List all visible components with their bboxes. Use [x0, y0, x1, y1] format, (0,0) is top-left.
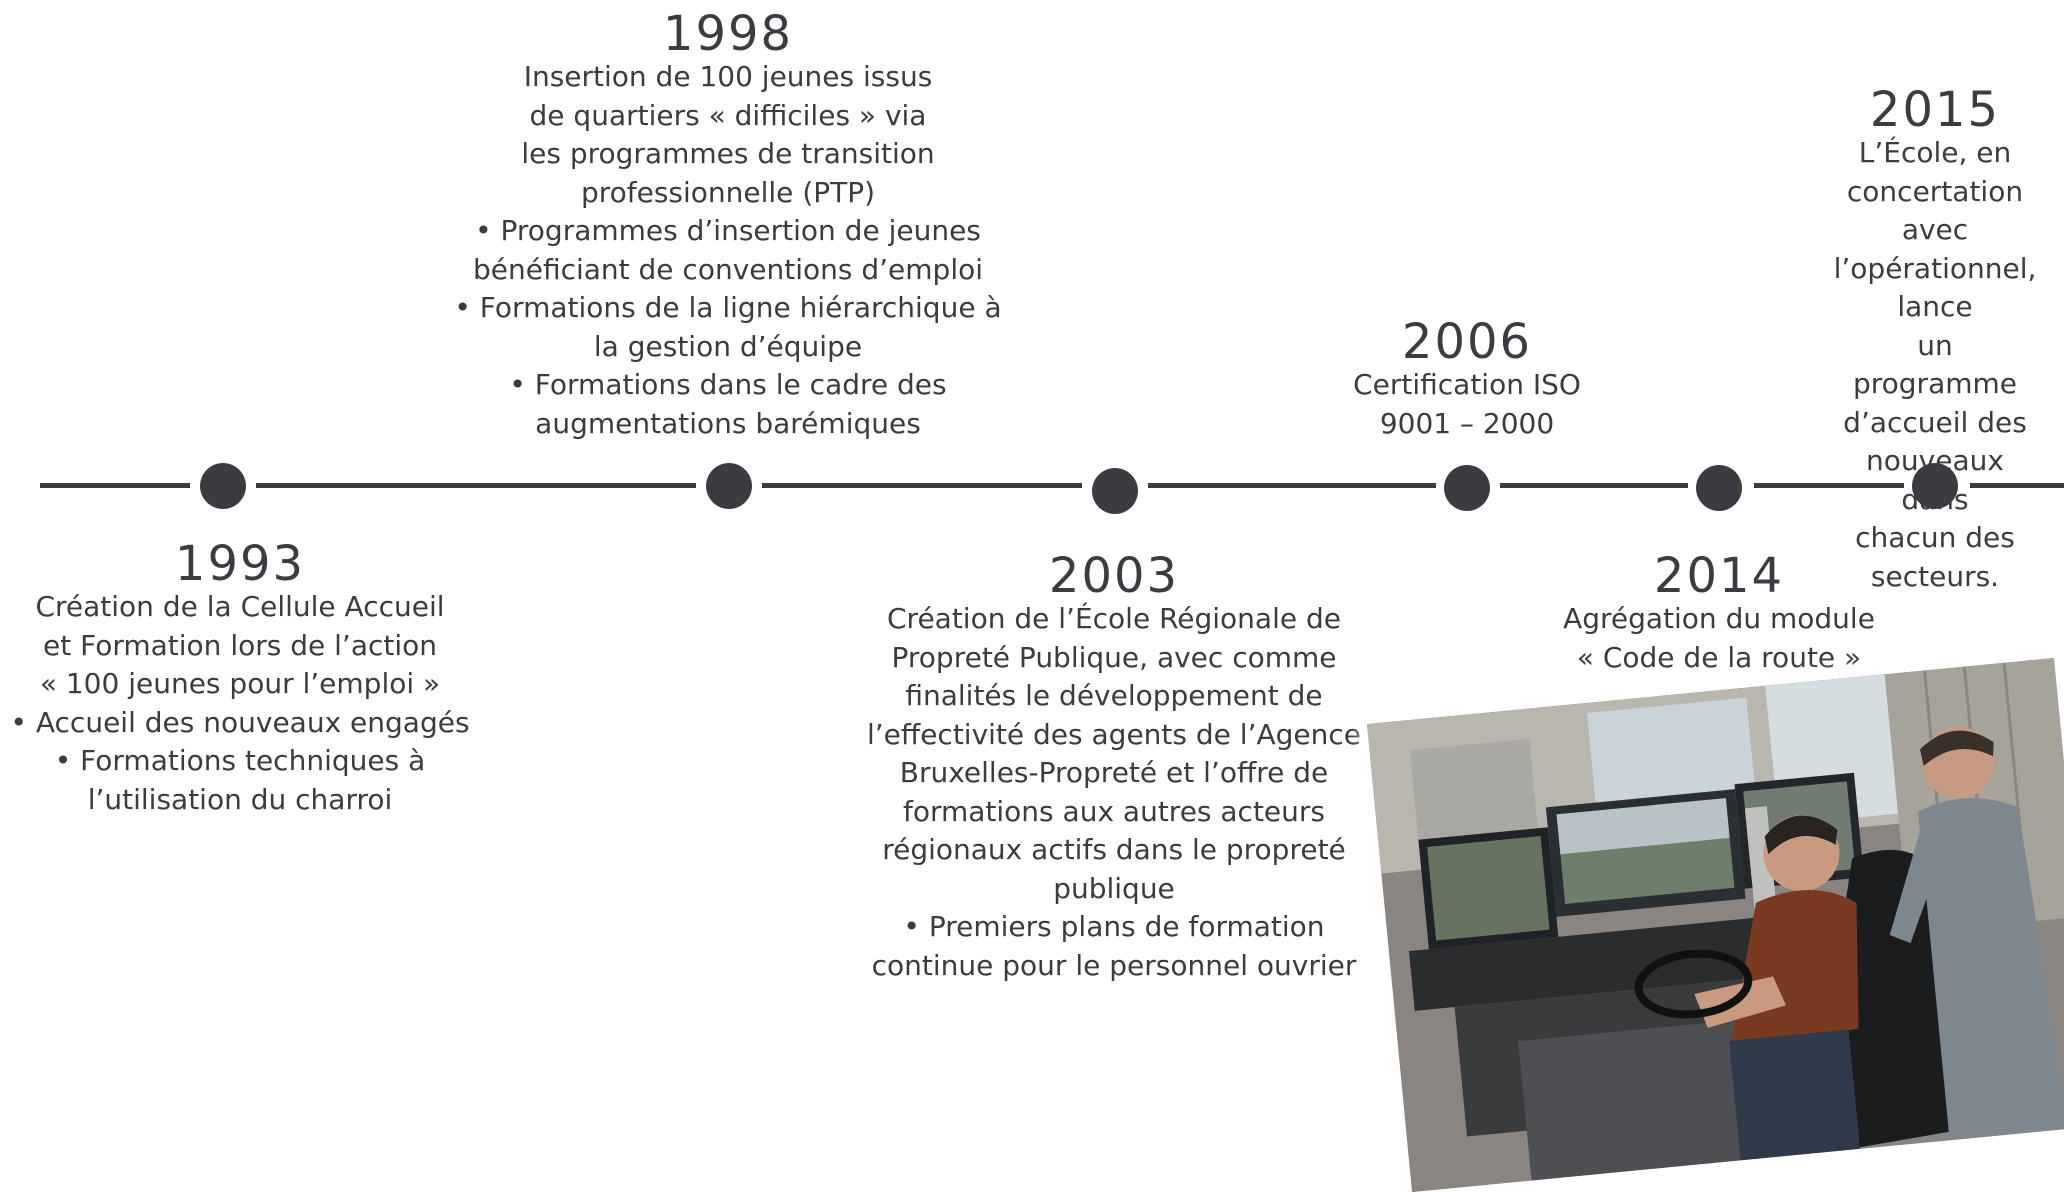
timeline-segment — [256, 483, 696, 488]
event-description: Agrégation du module « Code de la route … — [1563, 602, 1875, 674]
driving-simulator-photo — [1367, 658, 2064, 1192]
event-year: 1998 — [662, 6, 794, 62]
timeline-event-1993: 1993 Création de la Cellule Accueil et F… — [10, 540, 469, 819]
event-description: Création de la Cellule Accueil et Format… — [10, 590, 470, 816]
timeline-event-2003: 2003 Création de l’École Régionale de Pr… — [867, 552, 1361, 985]
timeline-axis — [0, 483, 2064, 491]
driving-simulator-illustration — [1367, 658, 2064, 1192]
event-year: 2014 — [1653, 548, 1785, 604]
event-year: 2006 — [1401, 314, 1533, 370]
timeline-event-2014: 2014 Agrégation du module « Code de la r… — [1563, 552, 1875, 677]
timeline-segment — [762, 483, 1082, 488]
timeline-node-1993 — [200, 463, 246, 509]
timeline-event-2015: 2015 L’École, en concertation avec l’opé… — [1834, 86, 2037, 596]
event-year: 2003 — [1048, 548, 1180, 604]
timeline-node-2014 — [1696, 465, 1742, 511]
timeline-node-2006 — [1444, 465, 1490, 511]
timeline-event-1998: 1998 Insertion de 100 jeunes issus de qu… — [454, 10, 1001, 443]
timeline-event-2006: 2006 Certification ISO 9001 – 2000 — [1353, 318, 1581, 443]
timeline-segment — [1970, 483, 2064, 488]
timeline-segment — [1500, 483, 1688, 488]
event-description: L’École, en concertation avec l’opératio… — [1833, 136, 2037, 593]
timeline-segment — [1754, 483, 1904, 488]
event-description: Certification ISO 9001 – 2000 — [1353, 368, 1581, 440]
event-description: Insertion de 100 jeunes issus de quartie… — [454, 60, 1002, 440]
timeline-node-2003 — [1092, 468, 1138, 514]
event-year: 2015 — [1869, 82, 2001, 138]
timeline-node-1998 — [706, 463, 752, 509]
event-description: Création de l’École Régionale de Propret… — [867, 602, 1361, 982]
event-year: 1993 — [174, 536, 306, 592]
timeline-node-2015 — [1912, 463, 1958, 509]
timeline-segment — [1148, 483, 1436, 488]
timeline-segment — [40, 483, 190, 488]
